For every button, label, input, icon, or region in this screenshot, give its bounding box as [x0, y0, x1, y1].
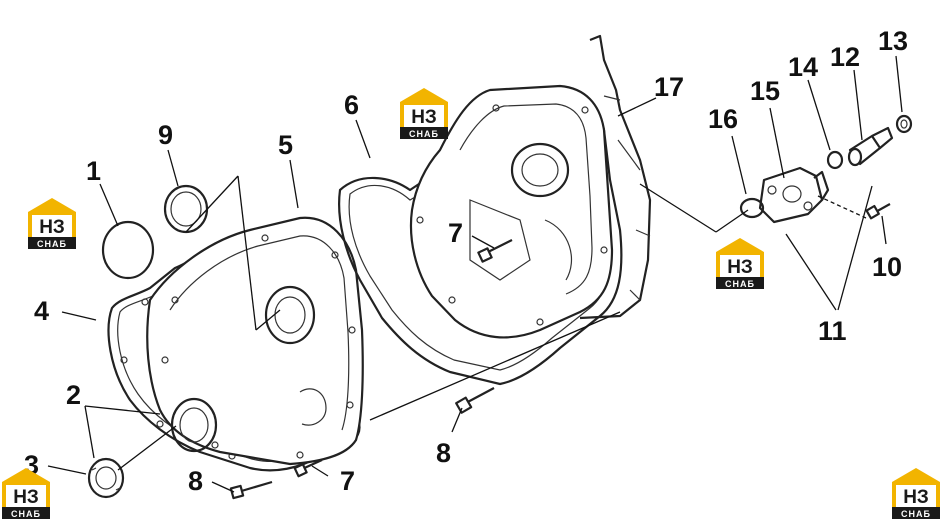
leader-lines: [47, 55, 903, 493]
svg-text:СНАБ: СНАБ: [37, 239, 67, 249]
callout-10: 10: [872, 252, 902, 282]
svg-text:СНАБ: СНАБ: [409, 129, 439, 139]
part-14-oring: [826, 150, 844, 170]
logo-watermark-1: НЗ СНАБ: [400, 88, 448, 139]
svg-text:СНАБ: СНАБ: [725, 279, 755, 289]
callout-1: 1: [86, 156, 101, 186]
callout-5: 5: [278, 130, 293, 160]
logo-watermark-5: НЗ СНАБ: [892, 468, 940, 519]
callout-11: 11: [818, 316, 847, 346]
callout-15: 15: [750, 76, 780, 106]
callout-9: 9: [158, 120, 173, 150]
svg-text:НЗ: НЗ: [411, 107, 437, 128]
part-17-gear-housing: [409, 34, 652, 339]
callouts: 1 2 3 4 5 6 7 7 8 8 9 10 11 12 13 14 15 …: [24, 26, 908, 496]
callout-13: 13: [878, 26, 908, 56]
callout-16: 16: [708, 104, 738, 134]
logo-watermark-4: НЗ СНАБ: [2, 468, 50, 519]
part-13-cap: [895, 114, 913, 134]
part-1-oring: [101, 220, 155, 280]
logo-watermark-3: НЗ СНАБ: [716, 238, 764, 289]
logo-watermark-2: НЗ СНАБ: [28, 198, 76, 249]
part-15-bracket: [758, 166, 830, 224]
part-7-bolt-lower: [293, 458, 323, 478]
svg-text:СНАБ: СНАБ: [11, 509, 41, 519]
callout-8-center: 8: [436, 438, 451, 468]
part-9-seal: [163, 184, 209, 234]
callout-8-left: 8: [188, 466, 203, 496]
part-8-bolt-center: [455, 387, 495, 414]
part-12-plunger: [847, 126, 894, 167]
callout-4: 4: [34, 296, 49, 326]
part-7-bolt-upper: [477, 239, 513, 263]
svg-text:НЗ: НЗ: [39, 217, 65, 238]
svg-text:СНАБ: СНАБ: [901, 509, 931, 519]
svg-text:НЗ: НЗ: [903, 487, 929, 508]
callout-12: 12: [830, 42, 860, 72]
part-10-bolt: [865, 203, 891, 220]
callout-7-upper: 7: [448, 218, 463, 248]
callout-2: 2: [66, 380, 81, 410]
callout-17: 17: [654, 72, 684, 102]
part-3-oil-seal: [87, 457, 125, 499]
part-8-bolt-left: [229, 480, 273, 500]
part-16-oring: [739, 197, 765, 219]
part-5-front-cover: [146, 216, 364, 466]
callout-14: 14: [788, 52, 818, 82]
callout-6: 6: [344, 90, 359, 120]
svg-text:НЗ: НЗ: [727, 257, 753, 278]
callout-7-lower: 7: [340, 466, 355, 496]
svg-text:НЗ: НЗ: [13, 487, 39, 508]
